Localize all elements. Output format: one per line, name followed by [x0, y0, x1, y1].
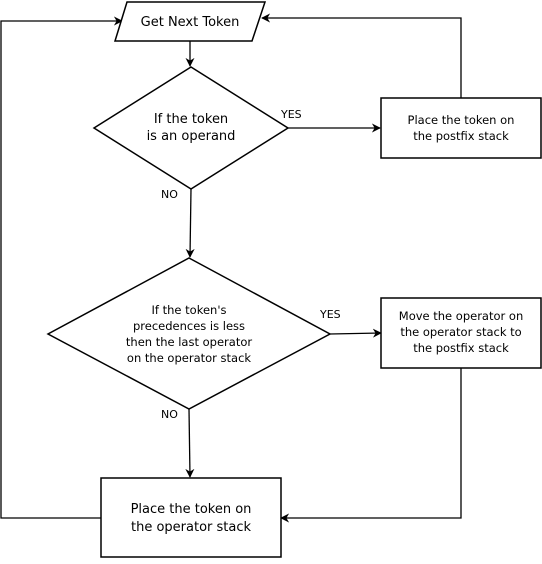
get-next-token-label: Get Next Token — [141, 15, 240, 30]
node-operand-check: If the token is an operand — [92, 66, 290, 190]
edge-postfix-back-to-get-token — [261, 13, 462, 98]
decision-diamond — [46, 257, 332, 410]
node-move-operator: Move the operator on the operator stack … — [380, 297, 542, 369]
input-parallelogram — [113, 1, 267, 42]
edges — [0, 13, 462, 523]
process-box — [380, 97, 542, 159]
edge-labels: YES NO YES NO — [161, 108, 341, 421]
place-operator-line-2: the operator stack — [131, 520, 251, 535]
edge-move-operator-to-place-operator — [280, 368, 462, 523]
move-operator-line-3: the postfix stack — [413, 341, 509, 355]
node-get-next-token: Get Next Token — [113, 1, 267, 42]
edge-place-operator-back-to-get-token — [0, 16, 123, 519]
precedence-check-line-3: then the last operator — [126, 335, 252, 349]
edge-operand-no — [185, 188, 195, 258]
decision-diamond — [92, 66, 290, 190]
process-box — [100, 477, 282, 558]
precedence-check-line-2: precedences is less — [133, 319, 245, 333]
node-place-operator: Place the token on the operator stack — [100, 477, 282, 558]
operand-check-line-2: is an operand — [147, 129, 236, 144]
place-postfix-line-1: Place the token on — [408, 113, 515, 127]
edge-precedence-no — [185, 408, 195, 478]
operand-yes-label: YES — [280, 108, 302, 121]
precedence-yes-label: YES — [319, 308, 341, 321]
operand-no-label: NO — [161, 188, 178, 201]
precedence-check-line-4: on the operator stack — [127, 351, 251, 365]
move-operator-line-2: the operator stack to — [400, 325, 521, 339]
precedence-check-line-1: If the token's — [152, 303, 227, 317]
process-box — [380, 297, 542, 369]
place-postfix-line-2: the postfix stack — [413, 129, 509, 143]
operand-check-line-1: If the token — [154, 112, 228, 127]
node-place-postfix: Place the token on the postfix stack — [380, 97, 542, 159]
place-operator-line-1: Place the token on — [131, 502, 252, 517]
node-precedence-check: If the token's precedences is less then … — [46, 257, 332, 410]
edge-precedence-yes — [329, 328, 382, 338]
move-operator-line-1: Move the operator on — [399, 309, 523, 323]
precedence-no-label: NO — [161, 408, 178, 421]
